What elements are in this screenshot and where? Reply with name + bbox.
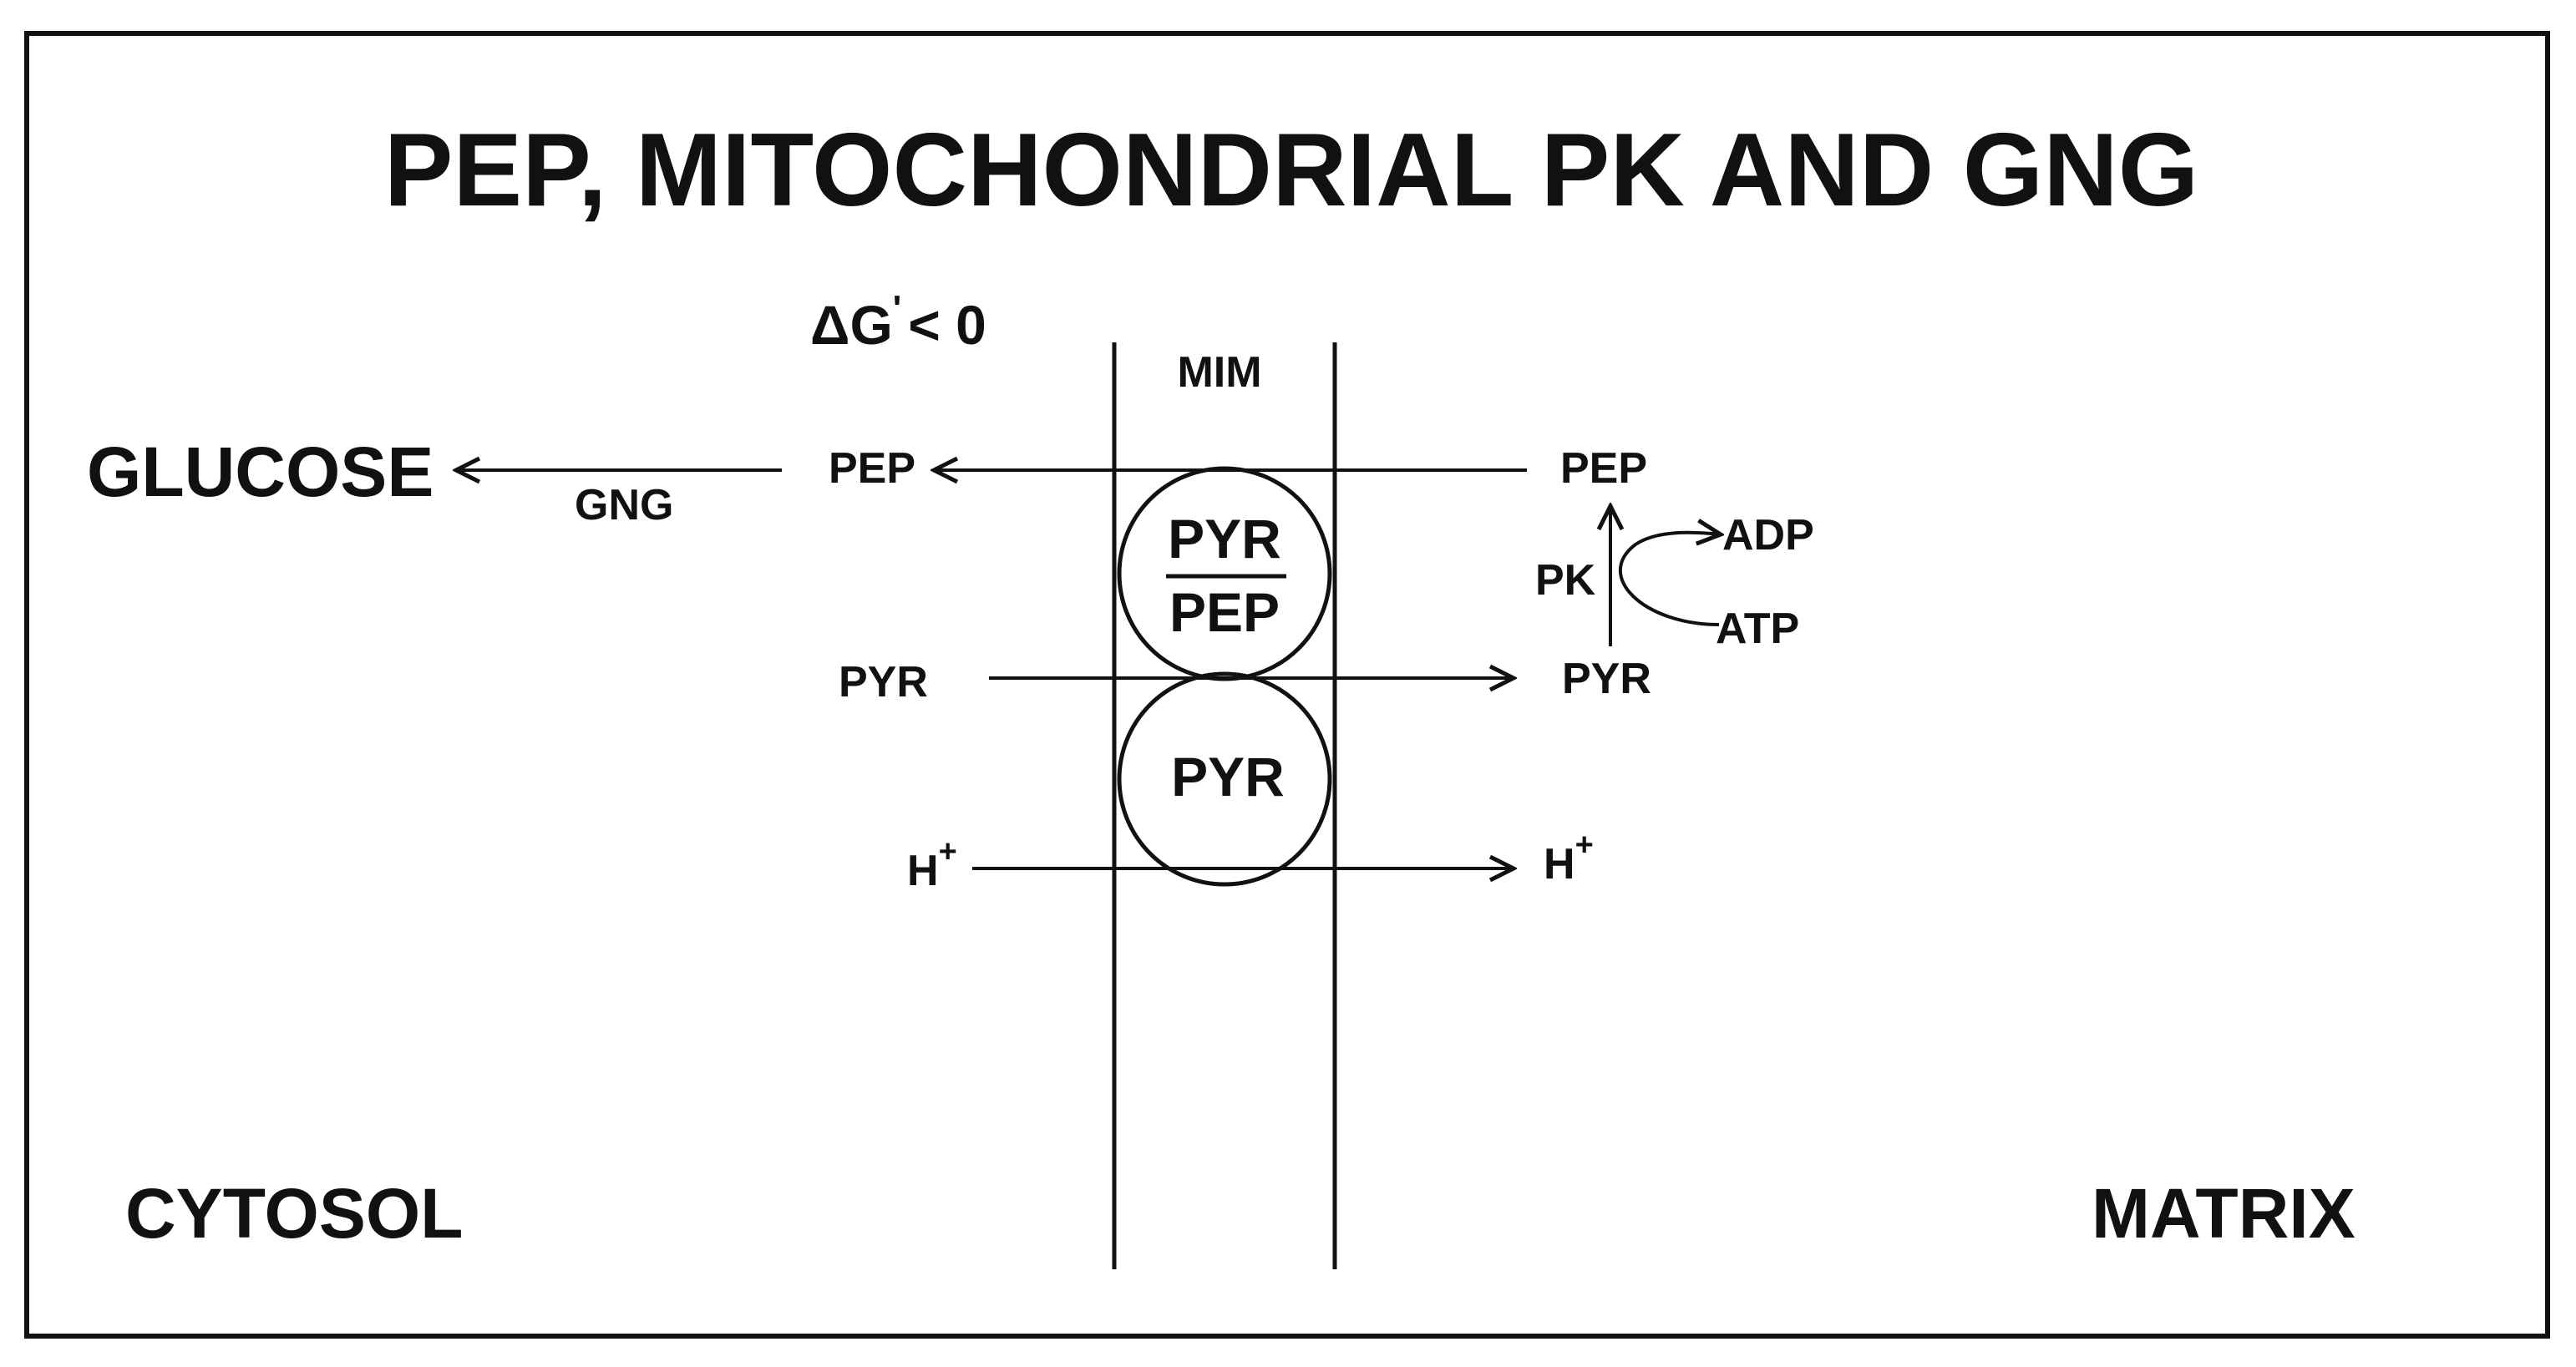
atp-label: ATP <box>1716 605 1799 653</box>
cytosol-region-label: CYTOSOL <box>125 1174 464 1253</box>
antiport-pep-label: PEP <box>1169 581 1280 643</box>
cytosol-pyr-label: PYR <box>839 658 928 706</box>
atp-adp-curve-arrow <box>1618 533 1721 626</box>
adp-label: ADP <box>1722 511 1814 559</box>
matrix-pep-label: PEP <box>1560 444 1647 493</box>
symport-carrier-circle <box>1117 671 1332 887</box>
antiport-pyr-label: PYR <box>1168 508 1281 570</box>
gng-label: GNG <box>575 481 673 529</box>
antiport-carrier-circle <box>1117 466 1332 681</box>
symport-pyr-label: PYR <box>1171 746 1285 808</box>
pk-enzyme-label: PK <box>1535 556 1596 605</box>
cytosol-pep-label: PEP <box>829 444 915 493</box>
matrix-pyr-label: PYR <box>1562 655 1651 703</box>
glucose-label: GLUCOSE <box>87 433 434 511</box>
cytosol-proton-label: H+ <box>907 834 957 895</box>
diagram-border <box>24 31 2550 1339</box>
matrix-proton-label: H+ <box>1544 828 1594 889</box>
matrix-region-label: MATRIX <box>2092 1174 2355 1253</box>
delta-g-label: ΔG'< 0 <box>810 288 986 356</box>
membrane-label: MIM <box>1177 348 1261 397</box>
diagram-title: PEP, MITOCHONDRIAL PK AND GNG <box>384 113 2199 228</box>
